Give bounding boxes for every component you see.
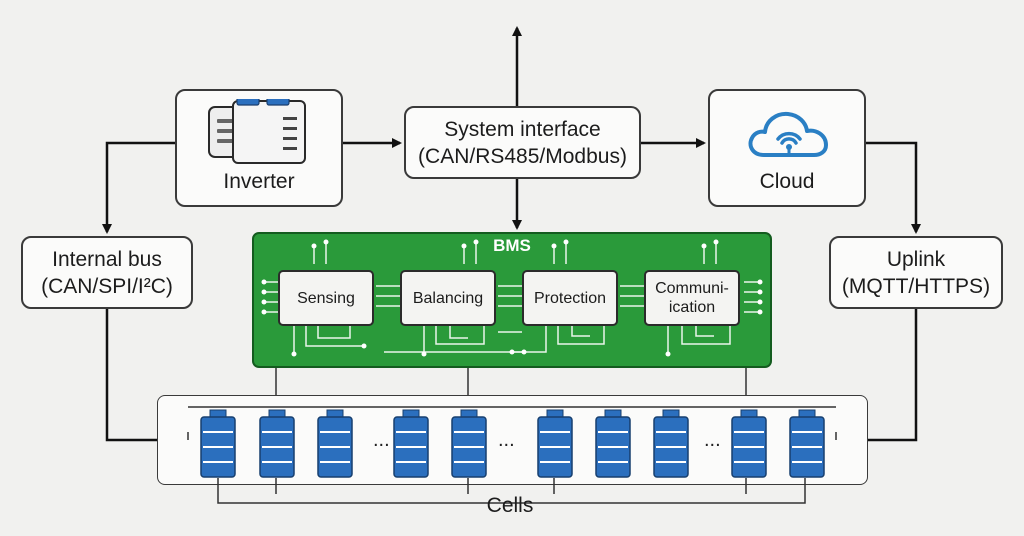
communication-module: Communi- ication: [644, 270, 740, 326]
battery-cell-icon: [653, 409, 689, 478]
battery-cell-icon: [393, 409, 429, 478]
battery-cell-icon: [451, 409, 487, 478]
line-internal-bus-to-cells: [105, 309, 157, 442]
cell-ellipsis-2: ...: [498, 429, 515, 451]
cloud-wifi-icon: [748, 111, 828, 157]
inverter-icon: [208, 99, 306, 164]
battery-cell-icon: [317, 409, 353, 478]
inverter-label: Inverter: [223, 170, 295, 193]
inverter-node: Inverter: [175, 89, 343, 207]
battery-cell-icon: [789, 409, 825, 478]
cloud-label: Cloud: [759, 170, 815, 193]
arrow-inverter-to-internal-bus: [102, 141, 175, 234]
internal-bus-node: Internal bus (CAN/SPI/I²C): [21, 236, 193, 309]
sensing-module: Sensing: [278, 270, 374, 326]
cell-ellipsis-1: ...: [373, 429, 390, 451]
battery-cell-icon: [200, 409, 236, 478]
protection-module: Protection: [522, 270, 618, 326]
battery-cell-icon: [537, 409, 573, 478]
system-interface-protocols: (CAN/RS485/Modbus): [418, 144, 627, 168]
system-interface-title: System interface: [444, 117, 601, 141]
cells-label: Cells: [486, 494, 534, 517]
bms-board: BMS Sensing Balancing Protection Communi…: [252, 232, 772, 368]
system-interface-node: System interface (CAN/RS485/Modbus): [404, 106, 641, 179]
uplink-protocols: (MQTT/HTTPS): [841, 274, 991, 298]
cell-ellipsis-3: ...: [704, 429, 721, 451]
bms-title: BMS: [493, 236, 531, 255]
battery-cell-icon: [259, 409, 295, 478]
bms-traces: [261, 239, 763, 357]
internal-bus-protocols: (CAN/SPI/I²C): [41, 274, 173, 298]
arrow-cloud-to-uplink: [866, 141, 921, 234]
cloud-node: Cloud: [708, 89, 866, 207]
battery-cell-icon: [595, 409, 631, 478]
internal-bus-title: Internal bus: [52, 247, 162, 271]
uplink-node: Uplink (MQTT/HTTPS): [829, 236, 1003, 309]
balancing-module: Balancing: [400, 270, 496, 326]
battery-cell-icon: [731, 409, 767, 478]
line-uplink-to-cells: [868, 309, 918, 442]
uplink-title: Uplink: [886, 247, 946, 271]
